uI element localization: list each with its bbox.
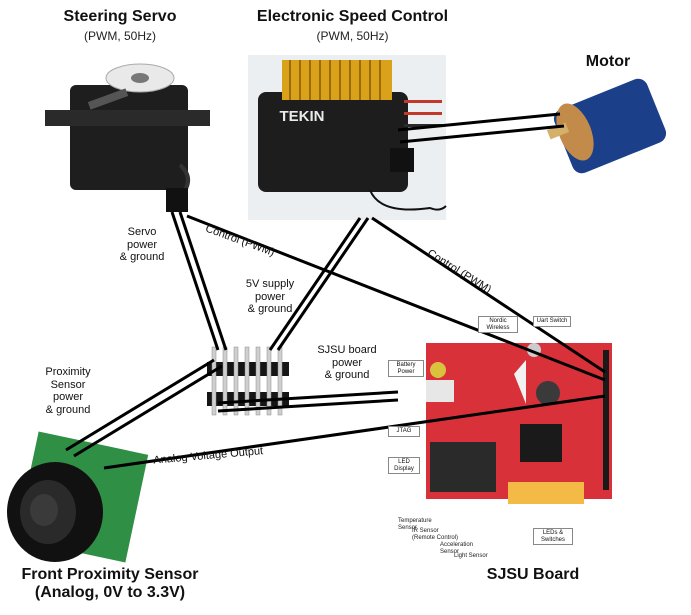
callout-leds-switches: LEDs & Switches xyxy=(533,528,573,546)
wires xyxy=(65,112,606,470)
esc-brand: TEKIN xyxy=(279,108,325,125)
sensor-power-wire-a xyxy=(65,358,215,452)
supply-line-1: 5V supply xyxy=(245,278,295,290)
servo-image xyxy=(45,63,210,212)
sensor-power-line-3: power xyxy=(53,391,83,404)
servo-body xyxy=(70,85,188,190)
supply-label: 5V supply power & ground xyxy=(236,278,304,316)
callout-nordic: Nordic Wireless xyxy=(478,316,518,334)
board-power-jack xyxy=(426,380,454,402)
servo-power-wire-b xyxy=(178,211,228,351)
sensor-title: Front Proximity Sensor xyxy=(21,566,199,583)
board-power-line-1: SJSU board xyxy=(317,344,377,356)
sensor-power-line-1: Proximity xyxy=(45,366,91,378)
servo-spec: (PWM, 50Hz) xyxy=(84,29,156,44)
motor-image xyxy=(546,78,667,174)
sensor-spec: (Analog, 0V to 3.3V) xyxy=(34,584,186,602)
header-pins xyxy=(207,346,289,416)
callout-ir: IR Sensor (Remote Control) xyxy=(412,528,459,541)
servo-caption: Steering Servo (PWM, 50Hz) xyxy=(30,8,210,44)
board-mcu xyxy=(520,424,562,462)
board-power-line-2: power xyxy=(332,356,362,369)
servo-control-wire xyxy=(186,214,606,382)
esc-caption: Electronic Speed Control (PWM, 50Hz) xyxy=(240,8,465,44)
motor-endbell xyxy=(556,103,594,161)
sensor-power-label: Proximity Sensor power & ground xyxy=(30,366,106,417)
board-power-label: SJSU board power & ground xyxy=(310,344,384,382)
motor-wire-a xyxy=(397,112,561,132)
analog-output-wire xyxy=(103,394,606,470)
board-switches xyxy=(508,482,584,504)
callout-light: Light Sensor xyxy=(454,553,488,559)
supply-line-2: power xyxy=(255,290,285,303)
esc-image xyxy=(248,55,447,220)
esc-supply-wire-b xyxy=(276,217,370,351)
servo-title: Steering Servo xyxy=(63,8,177,25)
board-power-line-3: & ground xyxy=(324,369,370,382)
sensor-image xyxy=(7,431,149,563)
motor-title: Motor xyxy=(585,53,631,70)
servo-connector xyxy=(166,188,188,212)
callout-accel: Acceleration Sensor xyxy=(440,542,474,555)
servo-mount-tabs xyxy=(45,110,210,126)
callout-jtag: JTAG xyxy=(388,426,420,437)
board-seven-segment xyxy=(430,442,496,492)
board-title: SJSU Board xyxy=(486,566,580,583)
servo-power-label: Servo power & ground xyxy=(112,226,172,264)
esc-switch xyxy=(390,148,414,172)
esc-heatsink xyxy=(282,60,392,100)
servo-power-wire-a xyxy=(170,211,220,351)
supply-line-3: & ground xyxy=(247,303,293,316)
callout-led-display: LED Display xyxy=(388,457,420,475)
motor-wire-b xyxy=(399,124,565,144)
sensor-caption: Front Proximity Sensor (Analog, 0V to 3.… xyxy=(0,566,220,603)
board-power-wire-b xyxy=(217,398,399,413)
esc-body xyxy=(258,92,408,192)
esc-control-wire xyxy=(371,216,606,374)
callout-uart: Uart Switch xyxy=(533,316,571,327)
esc-spec: (PWM, 50Hz) xyxy=(316,29,389,44)
servo-power-line-1: Servo xyxy=(127,226,157,238)
callout-battery: Battery Power xyxy=(388,360,424,378)
callout-temp: Temperature Sensor xyxy=(398,518,432,531)
esc-title: Electronic Speed Control xyxy=(256,8,449,25)
sjsu-board-image xyxy=(426,343,612,504)
board-power-wire-a xyxy=(217,390,399,405)
sensor-power-line-2: Sensor xyxy=(50,378,86,391)
servo-power-line-2: power xyxy=(127,238,157,251)
esc-supply-wire-a xyxy=(268,217,362,351)
servo-power-line-3: & ground xyxy=(119,251,165,264)
sensor-power-wire-b xyxy=(73,364,223,458)
sensor-power-line-4: & ground xyxy=(45,403,91,416)
